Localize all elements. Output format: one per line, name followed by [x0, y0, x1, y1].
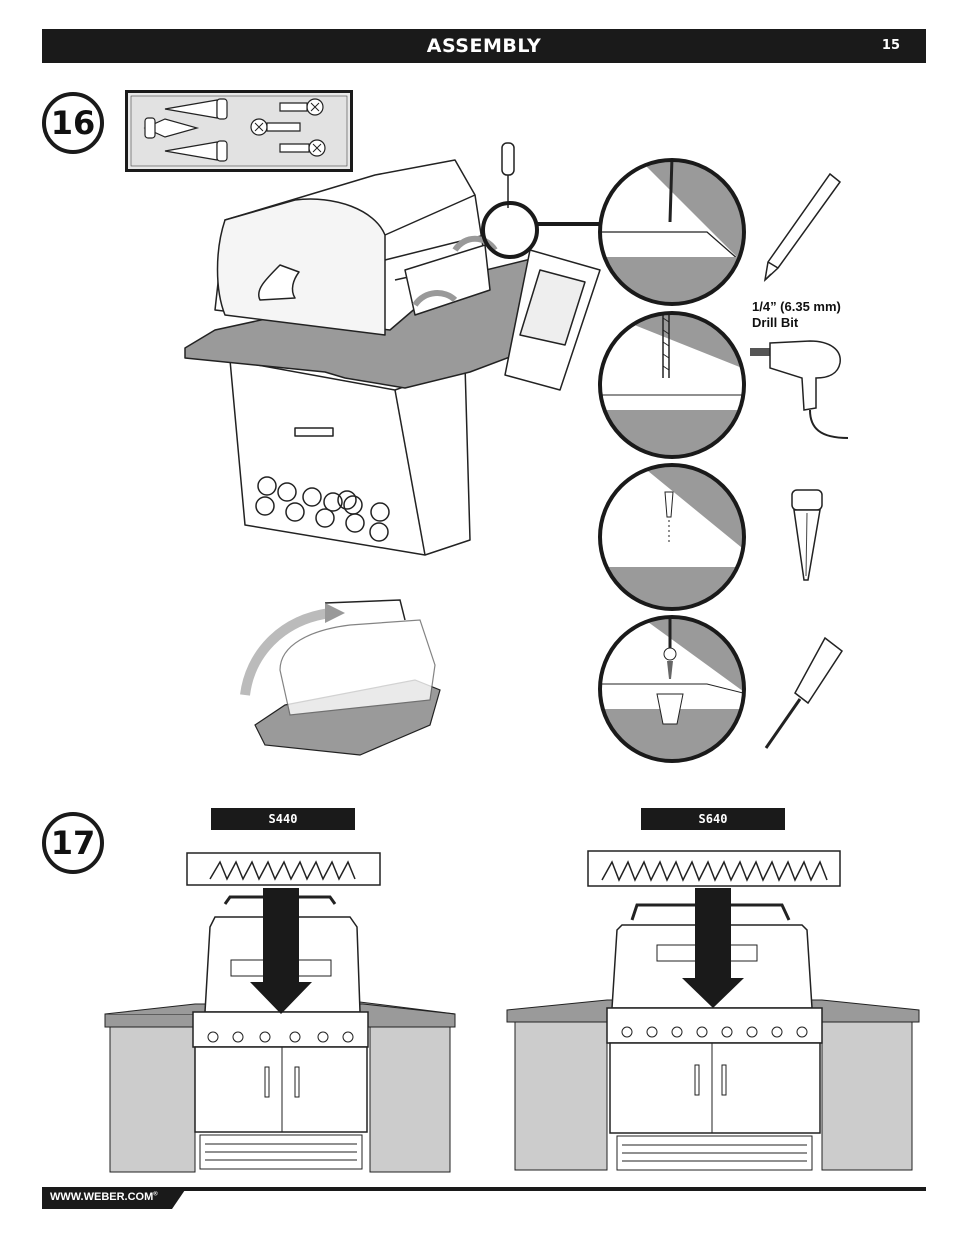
model-label-s640: S640	[641, 808, 785, 830]
drill-bit-label: 1/4” (6.35 mm) Drill Bit	[752, 299, 841, 331]
step-16-number: 16	[42, 92, 104, 154]
screwdriver-icon	[764, 636, 844, 749]
detail-circle-mark-hole	[598, 158, 746, 306]
s640-heat-deflector-illustration	[506, 850, 920, 1171]
section-title: ASSEMBLY	[426, 35, 542, 57]
footer-rule	[42, 1187, 926, 1191]
detail-callout	[481, 201, 600, 259]
pencil-icon	[763, 172, 842, 283]
drill-bit-size: 1/4” (6.35 mm)	[752, 299, 841, 314]
section-header: ASSEMBLY 15	[42, 29, 926, 63]
grill-head-install-illustration	[184, 142, 601, 556]
s440-heat-deflector-illustration	[104, 852, 456, 1173]
wall-anchor-icon	[791, 489, 823, 581]
footer-website[interactable]: WWW.WEBER.COM®	[50, 1191, 158, 1203]
detail-circle-drill-hole	[598, 311, 746, 459]
page-number: 15	[881, 38, 900, 53]
power-drill-icon	[750, 340, 849, 439]
step-17-number: 17	[42, 812, 104, 874]
drill-bit-name: Drill Bit	[752, 315, 799, 330]
parts-box-illustration	[125, 90, 353, 172]
lid-close-illustration	[240, 599, 441, 756]
detail-circle-screw-fasten	[598, 615, 746, 763]
footer-tab	[42, 1187, 187, 1209]
website-url[interactable]: WWW.WEBER.COM	[50, 1191, 154, 1203]
trademark-symbol: ®	[153, 1191, 158, 1198]
detail-circle-anchor-insert	[598, 463, 746, 611]
model-label-s440: S440	[211, 808, 355, 830]
